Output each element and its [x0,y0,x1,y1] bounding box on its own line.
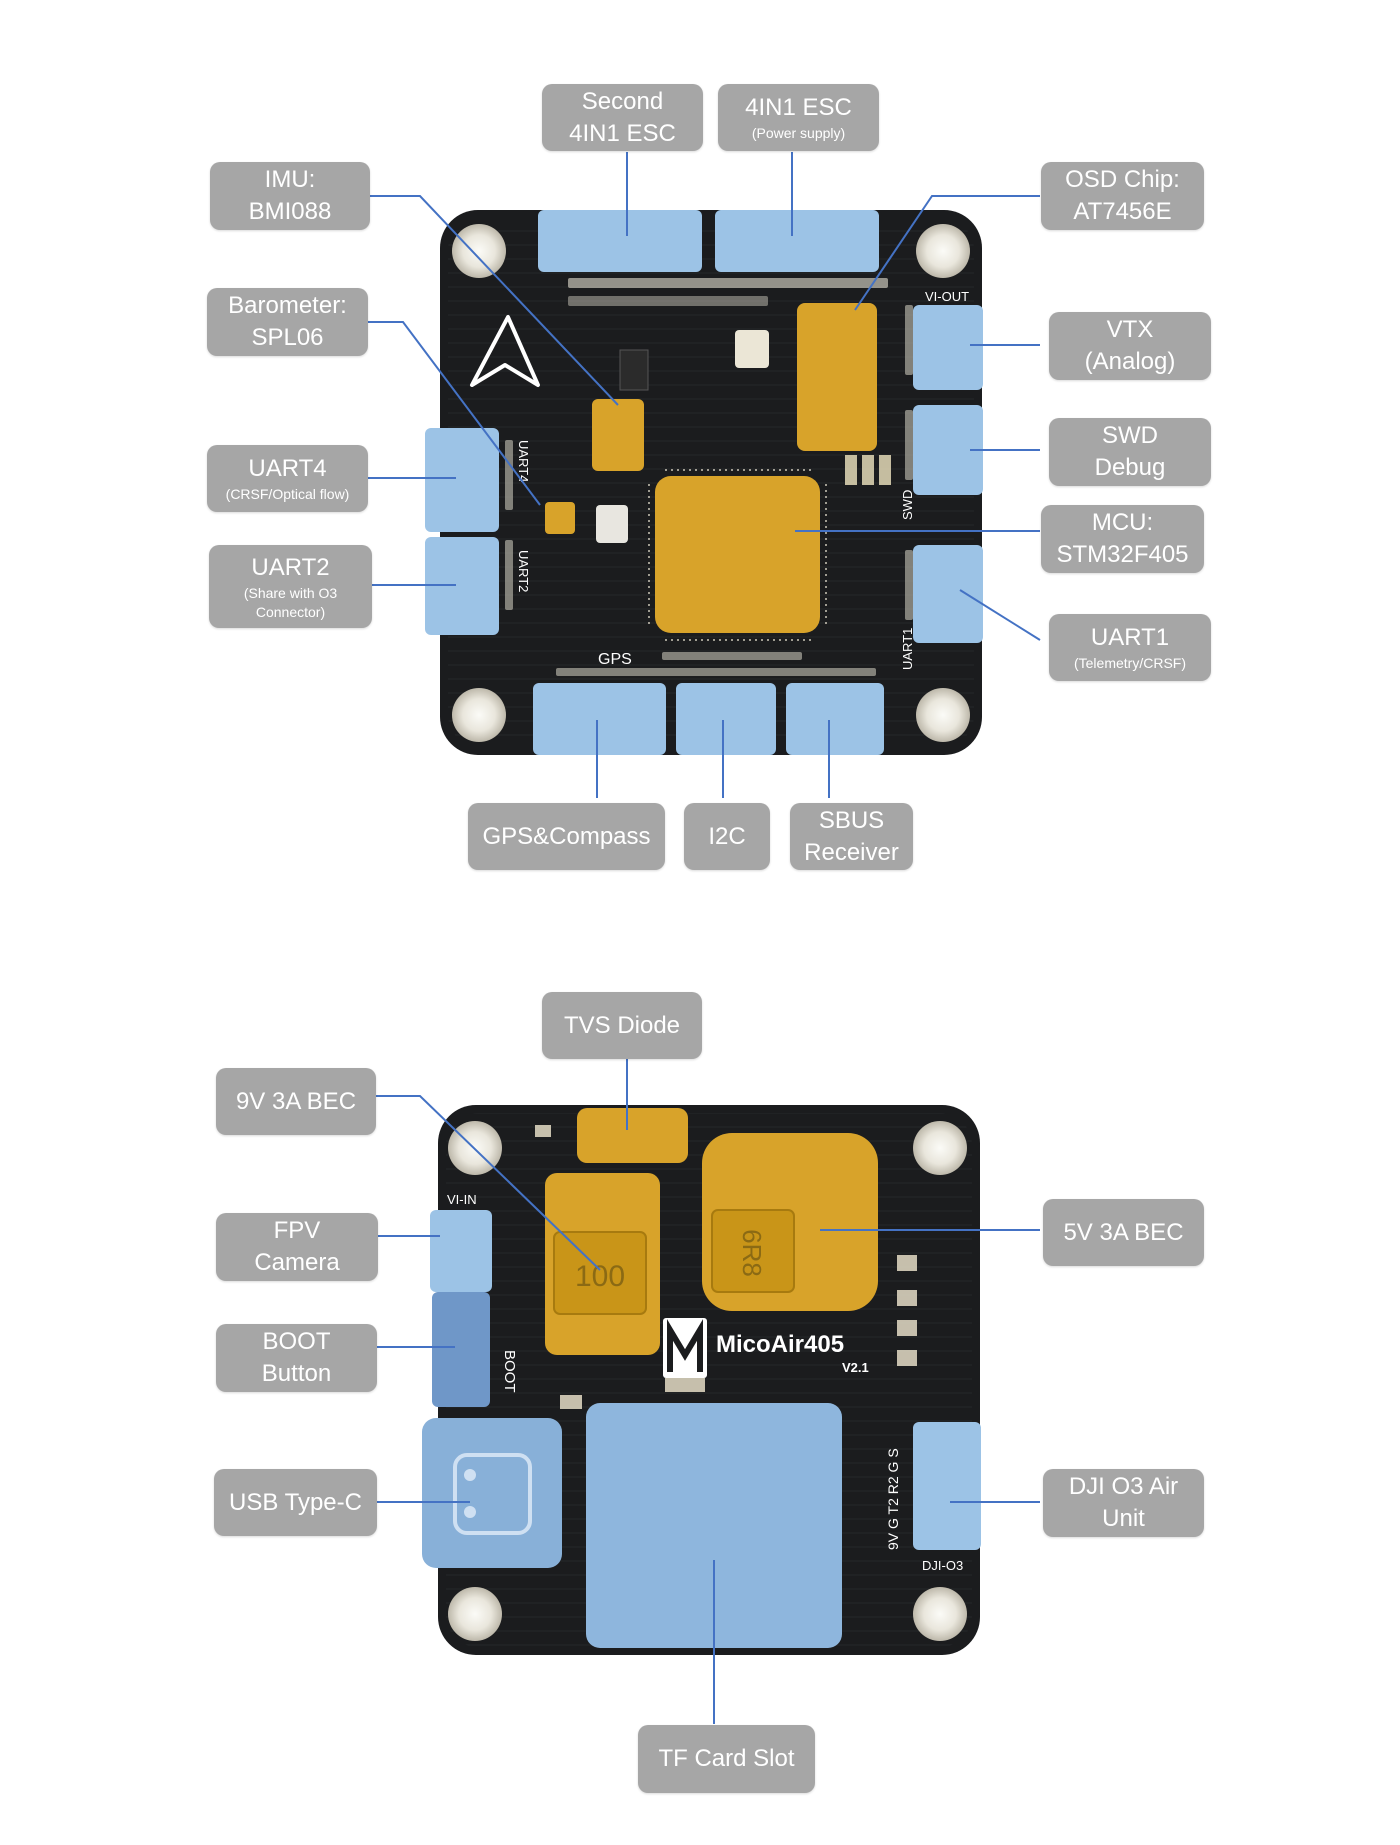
silk-dji-o3: DJI-O3 [922,1558,963,1573]
inductor-5v-label: 6R8 [737,1229,767,1277]
mounting-holes [452,224,970,742]
inductor-9v-label: 100 [575,1260,625,1293]
callout-vtx-text: VTX (Analog) [1084,316,1176,375]
silk-vi-in: VI-IN [447,1192,477,1207]
callout-second-esc: Second 4IN1 ESC [542,84,703,151]
imu-chip [592,399,644,471]
boot-button [432,1292,490,1407]
usb-c-icon [453,1453,532,1535]
fpv-connector [430,1210,492,1292]
micoair-logo-icon [663,1318,707,1378]
dji-o3-connector [913,1422,981,1550]
callout-usb-type-c-text: USB Type-C [229,1488,362,1516]
callout-second-esc-text: Second 4IN1 ESC [569,87,676,147]
arrow-logo-icon [470,315,540,387]
bottom-leader-lines [375,1050,1040,1724]
silk-uart1: UART1 [900,628,915,670]
silk-pins: 9V G T2 R2 G S [885,1448,901,1550]
silk-uart4: UART4 [516,440,531,482]
callout-mcu: MCU: STM32F405 [1041,505,1204,573]
bottom-board: 100 6R8 MicoAir405 V2.1 VI-IN BOOT DJI-O… [375,1050,1040,1724]
sbus-connector [786,683,884,755]
callout-tf-card: TF Card Slot [638,1725,815,1793]
silk-swd: SWD [900,490,915,520]
callout-bec-9v: 9V 3A BEC [216,1068,376,1135]
callout-osd-text: OSD Chip: AT7456E [1065,166,1180,225]
osd-chip [797,303,877,451]
usb-c-port [422,1418,562,1568]
callout-bec-5v-text: 5V 3A BEC [1063,1218,1184,1246]
top-board: VI-OUT SWD UART1 UART4 UART2 GPS [364,152,1041,798]
callout-uart4-sub: (CRSF/Optical flow) [225,486,350,502]
callout-tvs-diode-text: TVS Diode [563,1011,681,1039]
callout-boot-button-text: BOOT Button [261,1328,332,1387]
callout-boot-button: BOOT Button [216,1324,377,1392]
callout-uart1-text: UART1 [1090,624,1170,651]
top-leader-lines [364,152,1041,798]
top-connectors [425,210,983,755]
callout-esc: 4IN1 ESC (Power supply) [718,84,879,151]
callout-uart2-text: UART2 [251,553,330,581]
callout-esc-sub: (Power supply) [751,125,846,141]
callout-i2c: I2C [684,803,770,870]
callout-bec-5v: 5V 3A BEC [1043,1199,1204,1266]
gps-connector [533,683,666,755]
callout-barometer: Barometer: SPL06 [207,288,368,356]
crystal [735,330,769,368]
brand-label: MicoAir405 [716,1331,844,1358]
silk-gps: GPS [598,651,632,668]
callout-sbus-text: SBUS Receiver [804,806,899,866]
callout-esc-text: 4IN1 ESC [745,94,852,121]
pin-headers [505,278,913,676]
callout-tf-card-text: TF Card Slot [658,1745,795,1772]
vtx-connector [913,305,983,390]
callout-tvs-diode: TVS Diode [542,992,702,1059]
silk-boot: BOOT [501,1350,518,1393]
second-esc-connector [538,210,702,272]
callout-uart2: UART2 (Share with O3 Connector) [209,545,372,628]
callout-usb-type-c: USB Type-C [214,1469,377,1536]
callout-uart1: UART1 (Telemetry/CRSF) [1049,614,1211,681]
callout-dji-o3: DJI O3 Air Unit [1043,1469,1204,1537]
sensor-component [596,505,628,543]
uart4-connector [425,428,499,532]
tf-card-slot [586,1403,842,1648]
callout-uart1-sub: (Telemetry/CRSF) [1073,655,1186,671]
regulator [619,349,649,391]
esc-connector [715,210,879,272]
mounting-holes [448,1121,967,1641]
barometer-chip [545,502,575,534]
callout-dji-o3-text: DJI O3 Air Unit [1068,1473,1179,1532]
bottom-connectors [422,1210,981,1648]
callout-sbus: SBUS Receiver [790,803,913,870]
callout-mcu-text: MCU: STM32F405 [1056,509,1189,568]
callout-fpv-camera-text: FPV Camera [254,1217,340,1276]
i2c-connector [676,683,776,755]
callout-swd-debug-text: SWD Debug [1094,422,1166,481]
callout-uart2-sub: (Share with O3 Connector) [243,584,338,620]
uart2-connector [425,537,499,635]
callout-swd-debug: SWD Debug [1049,418,1211,486]
callout-fpv-camera: FPV Camera [216,1213,378,1281]
callout-gps-compass: GPS&Compass [468,803,665,870]
callout-osd: OSD Chip: AT7456E [1041,162,1204,230]
callout-vtx: VTX (Analog) [1049,312,1211,380]
callout-uart4-text: UART4 [248,455,327,482]
callout-imu: IMU: BMI088 [210,162,370,230]
callout-gps-compass-text: GPS&Compass [482,822,651,850]
callout-bec-9v-text: 9V 3A BEC [235,1087,357,1115]
callout-uart4: UART4 (CRSF/Optical flow) [207,445,368,512]
silk-vi-out: VI-OUT [925,289,969,304]
mcu-chip [655,476,820,633]
version-label: V2.1 [842,1360,869,1375]
top-chips [545,303,877,633]
callout-imu-text: IMU: BMI088 [248,166,332,225]
swd-connector [913,405,983,495]
callout-barometer-text: Barometer: SPL06 [228,292,347,351]
uart1-connector [913,545,983,643]
tvs-diode [577,1108,688,1163]
silk-uart2: UART2 [516,550,531,592]
callout-i2c-text: I2C [708,822,746,850]
